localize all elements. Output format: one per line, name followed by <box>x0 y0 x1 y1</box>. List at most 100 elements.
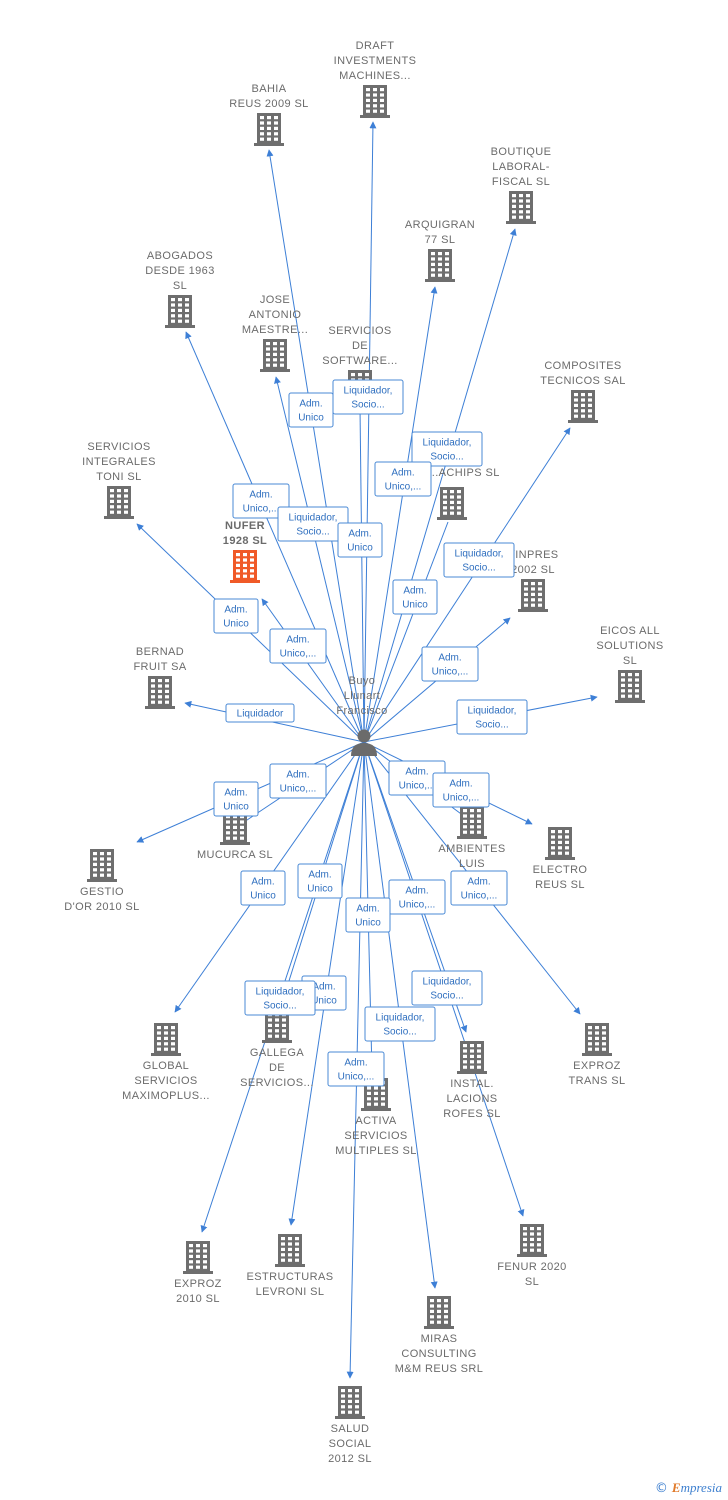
building-icon <box>615 670 645 703</box>
building-icon <box>275 1234 305 1267</box>
edge-achips <box>363 521 449 743</box>
node-achips[interactable]: ...ACHIPS SL <box>428 467 499 520</box>
building-icon <box>425 249 455 282</box>
edge-label-e13[interactable]: Liquidador <box>225 703 295 723</box>
edge-label-text: Adm.Unico,... <box>443 779 480 804</box>
edge-label-e4[interactable]: Adm.Unico,... <box>374 461 432 497</box>
node-label: MUCURCA SL <box>197 849 273 861</box>
edge-label-e26[interactable]: Liquidador,Socio... <box>244 980 316 1016</box>
edge-label-e22[interactable]: Adm.Unico,... <box>450 870 508 906</box>
edge-label-e2[interactable]: Liquidador,Socio... <box>332 379 404 415</box>
edge-label-text: Liquidador,Socio... <box>423 977 472 1002</box>
edge-label-e21[interactable]: Adm.Unico,... <box>388 879 446 915</box>
edge-label-e12[interactable]: Adm.Unico,... <box>421 646 479 682</box>
node-label: ...ACHIPS SL <box>428 467 499 479</box>
edge-label-text: Adm.Unico,... <box>280 635 317 660</box>
building-icon <box>517 1224 547 1257</box>
building-icon <box>260 339 290 372</box>
edge-label-text: Adm.Unico <box>307 870 333 895</box>
building-icon <box>457 806 487 839</box>
edge-label-e10[interactable]: Adm.Unico <box>213 598 259 634</box>
edge-label-e5[interactable]: Adm.Unico,... <box>232 483 290 519</box>
edge-label-text: Adm.Unico,... <box>399 767 436 792</box>
edge-label-e18[interactable]: Adm.Unico <box>213 781 259 817</box>
edge-label-text: Liquidador,Socio... <box>455 549 504 574</box>
edge-label-e14[interactable]: Liquidador,Socio... <box>456 699 528 735</box>
building-icon <box>145 676 175 709</box>
edge-label-e3[interactable]: Liquidador,Socio... <box>411 431 483 467</box>
edge-label-e1[interactable]: Adm.Unico <box>288 392 334 428</box>
building-icon <box>165 295 195 328</box>
building-icon <box>335 1386 365 1419</box>
edge-label-e9[interactable]: Adm.Unico <box>392 579 438 615</box>
edge-label-e17[interactable]: Adm.Unico,... <box>432 772 490 808</box>
building-icon <box>437 487 467 520</box>
node-mucurca[interactable]: MUCURCA SL <box>197 812 273 861</box>
edge-label-e8[interactable]: Liquidador,Socio... <box>443 542 515 578</box>
edge-label-text: Adm.Unico <box>298 399 324 424</box>
edge-label-text: Adm.Unico <box>250 877 276 902</box>
edge-label-text: Liquidador,Socio... <box>289 513 338 538</box>
building-icon <box>151 1023 181 1056</box>
edge-label-text: Adm.Unico <box>402 586 428 611</box>
edge-label-e15[interactable]: Adm.Unico,... <box>269 763 327 799</box>
edge-label-e24[interactable]: Liquidador,Socio... <box>411 970 483 1006</box>
building-icon <box>360 85 390 118</box>
building-icon <box>104 486 134 519</box>
edge-abogados <box>185 331 365 743</box>
building-icon <box>506 191 536 224</box>
edge-label-e20[interactable]: Adm.Unico <box>240 870 286 906</box>
building-icon <box>518 579 548 612</box>
edge-label-e27[interactable]: Liquidador,Socio... <box>364 1006 436 1042</box>
edge-label-e7[interactable]: Adm.Unico <box>337 522 383 558</box>
edge-draft <box>363 121 377 743</box>
edge-label-e23[interactable]: Adm.Unico <box>345 897 391 933</box>
building-icon <box>568 390 598 423</box>
edge-label-e11[interactable]: Adm.Unico,... <box>269 628 327 664</box>
edge-label-e28[interactable]: Adm.Unico,... <box>327 1051 385 1087</box>
edge-label-e19[interactable]: Adm.Unico <box>297 863 343 899</box>
copyright-symbol: © <box>654 1480 668 1496</box>
edge-label-text: Adm.Unico <box>311 982 337 1007</box>
